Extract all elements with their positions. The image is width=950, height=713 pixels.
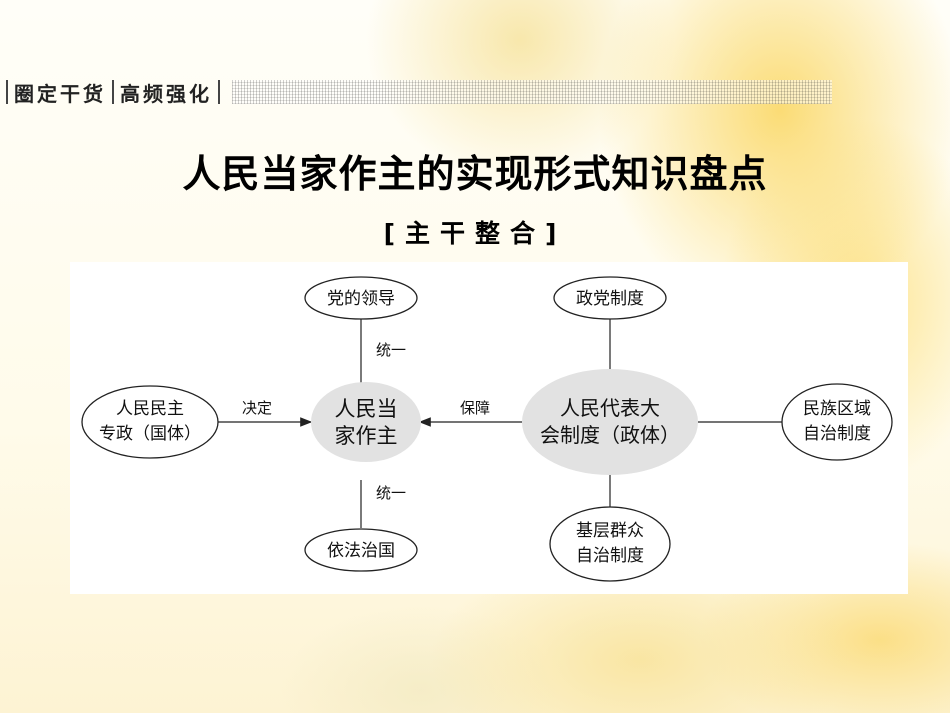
- left-node-line2: 专政（国体）: [99, 424, 201, 444]
- concept-diagram-panel: 统一 统一 决定 保障 人民当 家作主 党的领导 依法治国 人民民主 专政（国体…: [70, 262, 908, 594]
- right-hub-line1: 人民代表大: [560, 396, 660, 420]
- header-divider: [6, 80, 8, 104]
- hub-bottom-node: 基层群众 自治制度: [549, 506, 671, 582]
- left-node: 人民民主 专政（国体）: [81, 385, 219, 459]
- center-node-line2: 家作主: [335, 424, 398, 448]
- bottom-node: 依法治国: [304, 528, 418, 572]
- header-divider: [112, 80, 114, 104]
- header-divider: [218, 80, 220, 104]
- edge-label-right: 保障: [460, 399, 490, 417]
- right-hub-node: 人民代表大 会制度（政体）: [522, 369, 698, 475]
- header-label-left: 圈定干货: [14, 81, 106, 106]
- left-node-line1: 人民民主: [116, 399, 184, 419]
- edge-label-left: 决定: [242, 399, 272, 417]
- concept-diagram: 统一 统一 决定 保障 人民当 家作主 党的领导 依法治国 人民民主 专政（国体…: [81, 276, 893, 582]
- hub-right-line1: 民族区域: [803, 399, 871, 419]
- bottom-node-label: 依法治国: [327, 541, 395, 561]
- page-title: 人民当家作主的实现形式知识盘点: [182, 152, 768, 196]
- edge-label-top: 统一: [376, 341, 406, 359]
- section-header-bar: 圈定干货 高频强化: [0, 75, 950, 109]
- page-subtitle: [主干整合]: [383, 219, 567, 248]
- center-node: 人民当 家作主: [311, 382, 421, 462]
- hub-right-node: 民族区域 自治制度: [781, 383, 893, 461]
- right-hub-line2: 会制度（政体）: [540, 423, 680, 447]
- top-node: 党的领导: [304, 276, 418, 320]
- edge-label-bottom: 统一: [376, 484, 406, 502]
- hub-top-node: 政党制度: [553, 276, 667, 320]
- hub-right-line2: 自治制度: [803, 424, 871, 444]
- top-node-label: 党的领导: [327, 289, 395, 309]
- center-node-line1: 人民当: [335, 397, 398, 421]
- header-pattern-strip: [232, 80, 832, 104]
- hub-bottom-line1: 基层群众: [576, 521, 644, 541]
- header-label-right: 高频强化: [120, 81, 212, 106]
- hub-top-label: 政党制度: [576, 289, 644, 309]
- hub-bottom-line2: 自治制度: [576, 546, 644, 566]
